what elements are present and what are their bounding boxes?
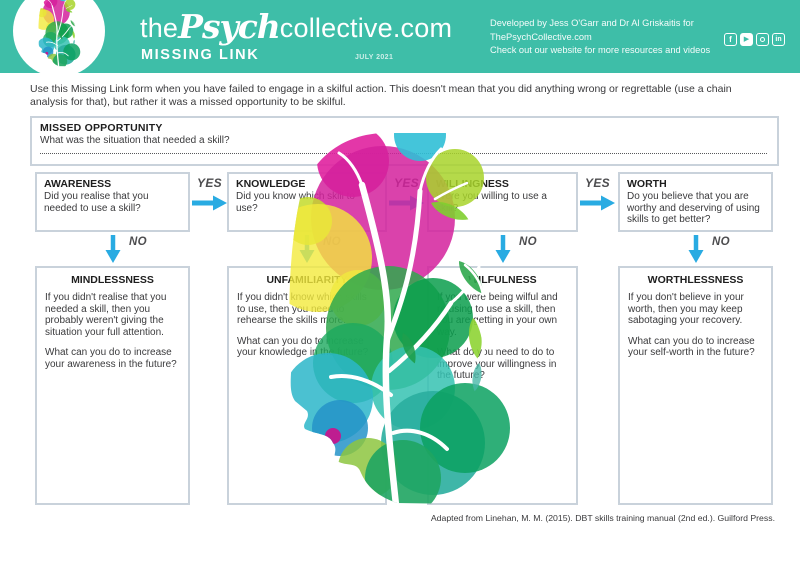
credit-line-2: ThePsychCollective.com xyxy=(490,31,592,42)
date-label: JULY 2021 xyxy=(355,54,394,61)
credit-line-3: Check out our website for more resources… xyxy=(490,45,711,55)
no-arrow-icon xyxy=(495,235,511,263)
awareness-title: AWARENESS xyxy=(44,178,112,190)
credit-line-1: Developed by Jess O'Garr and Dr Al Grisk… xyxy=(490,18,694,28)
missed-opportunity-title: MISSED OPPORTUNITY xyxy=(40,122,163,134)
head-art-logo xyxy=(37,0,83,68)
knowledge-title: KNOWLEDGE xyxy=(236,178,306,190)
no-arrow-icon xyxy=(105,235,121,263)
worthlessness-title: WORTHLESSNESS xyxy=(647,274,744,286)
linkedin-icon[interactable]: in xyxy=(772,33,785,46)
yes-label: YES xyxy=(197,176,222,190)
instagram-lens xyxy=(760,37,765,42)
intro-text: Use this Missing Link form when you have… xyxy=(30,83,732,108)
citation: Adapted from Linehan, M. M. (2015). DBT … xyxy=(430,513,775,523)
no-label: NO xyxy=(712,236,730,248)
awareness-question: Did you realise that you needed to use a… xyxy=(44,191,149,214)
wilfulness-prompt: What do you need to do to improve your w… xyxy=(437,347,557,381)
brand-the: the xyxy=(140,13,179,43)
no-label: NO xyxy=(519,236,537,248)
header-banner: thePsychcollective.com MISSING LINK JULY… xyxy=(0,0,800,77)
wilfulness-title: WILFULNESS xyxy=(468,274,537,286)
knowledge-question: Did you know which skill to use? xyxy=(236,191,355,214)
brand-psych: Psych xyxy=(178,7,281,46)
missed-opportunity-question: What was the situation that needed a ski… xyxy=(40,135,230,146)
awareness-box: AWARENESS Did you realise that you neede… xyxy=(35,172,190,232)
yes-link-3: YES xyxy=(578,176,617,212)
worthlessness-text: If you don't believe in your worth, then… xyxy=(628,292,744,326)
yes-label: YES xyxy=(585,176,610,190)
page-title: MISSING LINK xyxy=(141,47,260,63)
unfamiliarity-prompt: What can you do to increase your knowled… xyxy=(237,335,369,359)
yes-arrow-icon xyxy=(192,195,227,211)
worth-title: WORTH xyxy=(627,178,667,190)
credits-block: Developed by Jess O'Garr and Dr Al Grisk… xyxy=(490,17,710,58)
brand-collective: collective.com xyxy=(279,13,453,43)
worthlessness-box: WORTHLESSNESS If you don't believe in yo… xyxy=(618,266,773,505)
yes-arrow-icon xyxy=(580,195,615,211)
mindlessness-prompt: What can you do to increase your awarene… xyxy=(45,347,177,370)
worth-question: Do you believe that you are worthy and d… xyxy=(627,191,760,225)
yes-link-1: YES xyxy=(190,176,229,212)
worth-box: WORTH Do you believe that you are worthy… xyxy=(618,172,773,232)
mindlessness-box: MINDLESSNESS If you didn't realise that … xyxy=(35,266,190,505)
mindlessness-title: MINDLESSNESS xyxy=(71,274,154,286)
no-label: NO xyxy=(129,236,147,248)
youtube-icon[interactable]: ▶ xyxy=(740,33,753,46)
instagram-icon[interactable] xyxy=(756,33,769,46)
social-icons: f ▶ in xyxy=(724,33,785,46)
head-art xyxy=(283,133,523,513)
no-arrow-icon xyxy=(688,235,704,263)
worthlessness-prompt: What can you do to increase your self-wo… xyxy=(628,335,755,359)
facebook-icon[interactable]: f xyxy=(724,33,737,46)
mindlessness-text: If you didn't realise that you needed a … xyxy=(45,292,167,338)
brand-logo xyxy=(13,0,105,77)
brand-wordmark: thePsychcollective.com xyxy=(140,6,453,46)
